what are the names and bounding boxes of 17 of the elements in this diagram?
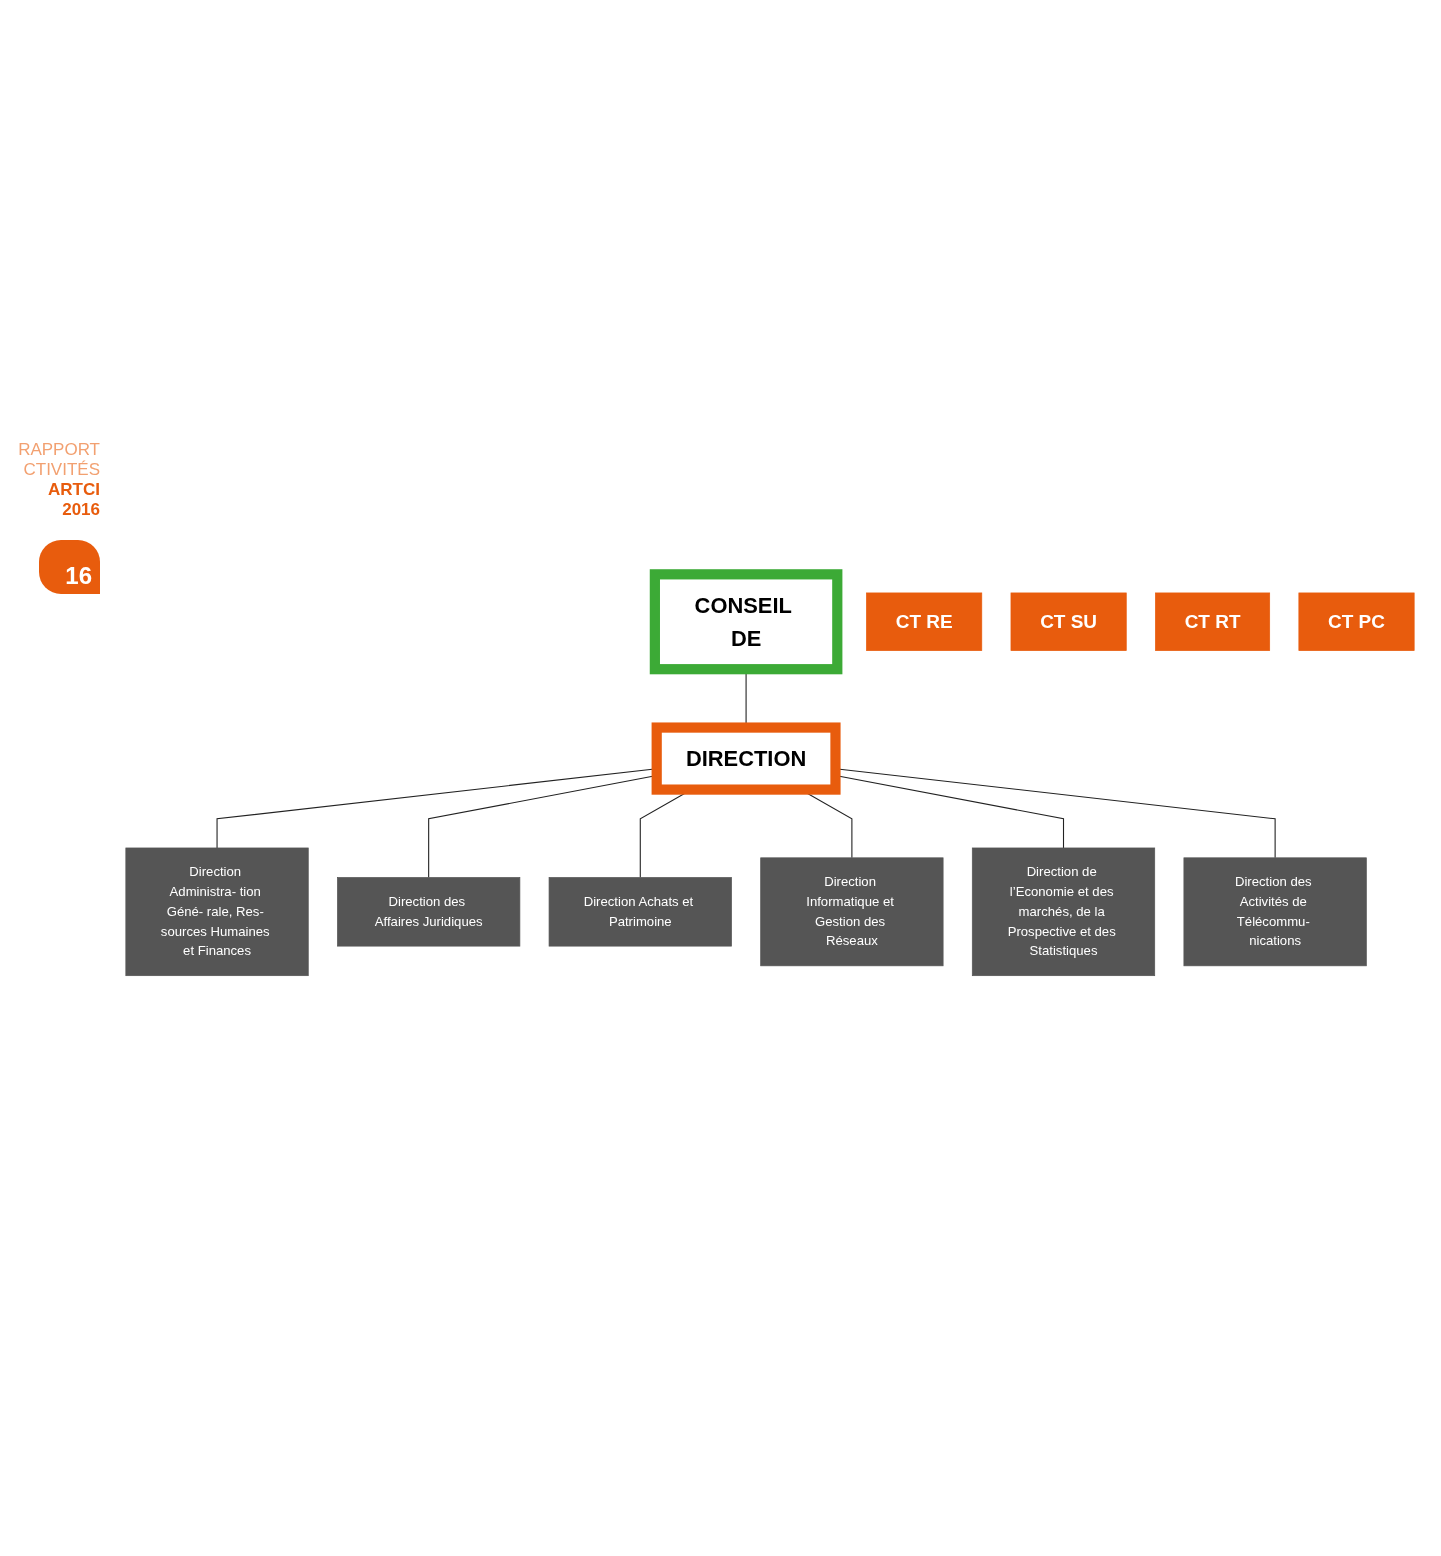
header-text: 2016 <box>61 500 100 520</box>
node-box: Direction Achats et Patrimoine <box>548 877 732 947</box>
node-box: Direction Administra- tion Géné- rale, Res- sources Humaines et Finances <box>125 847 309 977</box>
node-box: Direction Informatique et Gestion des Réseaux <box>760 857 944 967</box>
node-box: CT RT <box>1155 592 1271 651</box>
page-number: 16 <box>39 540 100 594</box>
node-box: CT SU <box>1010 592 1127 651</box>
header-text: CTIVITÉS <box>22 460 100 480</box>
node-box: Direction des Affaires Juridiques <box>337 877 521 947</box>
node-box: Direction des Activités de Télécommu- nications <box>1183 857 1367 967</box>
node-box: Direction de l’Economie et des marchés, de la Prospective et des Statistiques <box>971 847 1156 977</box>
header-text: ARTCI <box>47 480 100 500</box>
node-box: DIRECTION <box>651 722 841 795</box>
node-box: CT RE <box>866 592 983 651</box>
node-box: CONSEIL DE <box>649 569 843 675</box>
header-text: RAPPORT <box>17 440 100 460</box>
node-box: CT PC <box>1298 592 1415 651</box>
